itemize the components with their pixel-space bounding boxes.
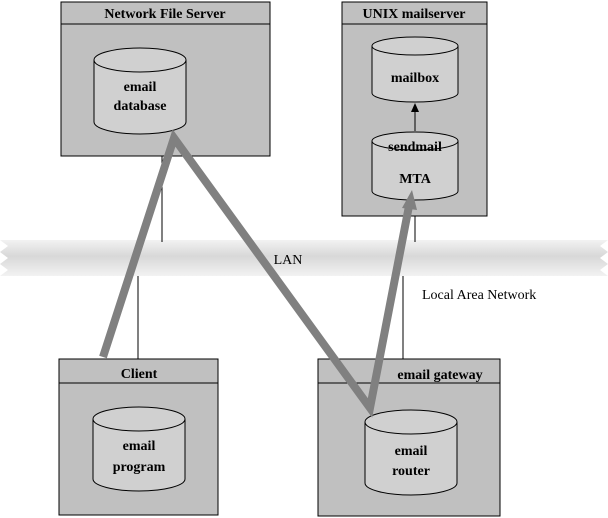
mailbox-label: mailbox bbox=[391, 71, 439, 86]
email-database-cylinder: email database bbox=[93, 47, 187, 135]
lan-band bbox=[0, 240, 608, 276]
mailbox-cylinder: mailbox bbox=[371, 36, 459, 103]
email-gateway-box: email gateway email router bbox=[317, 358, 501, 517]
unix-mailserver-box: UNIX mailserver mailbox sendmail MTA bbox=[341, 1, 488, 217]
email-database-label-line2: database bbox=[114, 99, 167, 114]
local-area-network-label: Local Area Network bbox=[422, 288, 536, 303]
email-router-cylinder: email router bbox=[364, 409, 458, 496]
email-program-cylinder: email program bbox=[92, 406, 186, 492]
email-program-label-line1: email bbox=[123, 439, 156, 454]
mail-flow-path bbox=[99, 129, 417, 418]
mail-flow-arrowhead bbox=[402, 190, 417, 210]
lan-label: LAN bbox=[274, 253, 303, 268]
client-title: Client bbox=[121, 367, 158, 382]
mailbox-arrow bbox=[411, 103, 419, 131]
email-database-label-line1: email bbox=[124, 80, 157, 95]
client-box: Client email program bbox=[58, 358, 219, 516]
mta-label: MTA bbox=[399, 172, 432, 187]
nfs-title: Network File Server bbox=[104, 7, 225, 22]
email-gateway-title: email gateway bbox=[397, 368, 482, 383]
email-program-label-line2: program bbox=[113, 460, 166, 475]
unix-mailserver-title: UNIX mailserver bbox=[362, 7, 465, 22]
email-router-label-line2: router bbox=[392, 464, 430, 479]
sendmail-mta-cylinder: sendmail MTA bbox=[371, 131, 459, 201]
email-router-label-line1: email bbox=[395, 444, 428, 459]
sendmail-label: sendmail bbox=[388, 140, 442, 155]
network-file-server-box: Network File Server email database bbox=[60, 1, 271, 157]
